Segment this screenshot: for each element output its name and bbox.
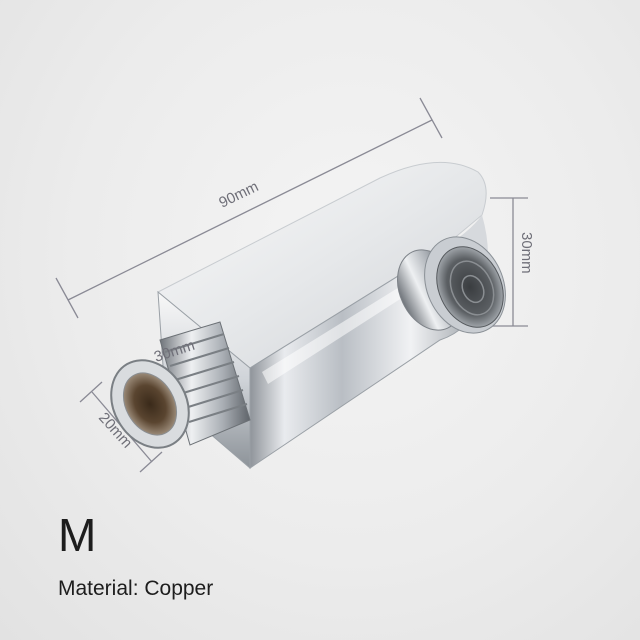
aerator-outlet <box>397 236 506 334</box>
threaded-inlet <box>110 321 251 449</box>
height-label: 30mm <box>518 232 535 274</box>
height-dimension: 30mm <box>490 197 535 327</box>
size-label: M <box>58 509 97 561</box>
length-label: 90mm <box>216 178 261 212</box>
material-label: Material: Copper <box>58 577 214 600</box>
